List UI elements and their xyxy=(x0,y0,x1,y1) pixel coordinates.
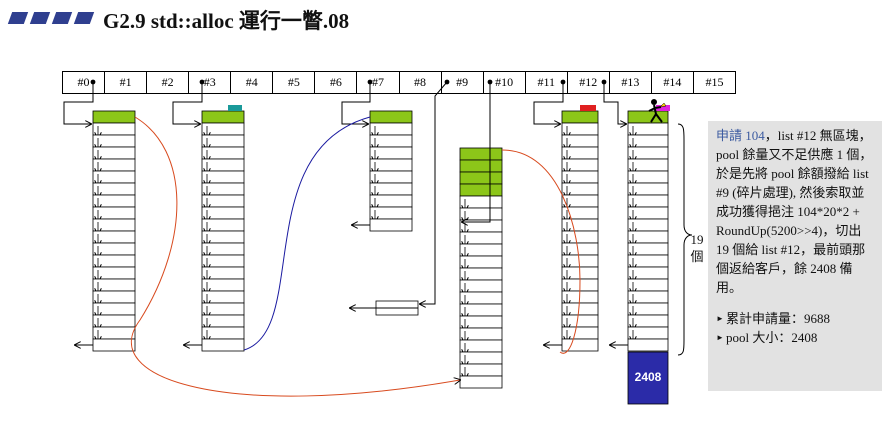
free-list-slot: #13 xyxy=(610,72,652,93)
note-body: ，list #12 無區塊，pool 餘量又不足供應 1 個，於是先將 pool… xyxy=(716,128,873,295)
free-list-slot: #0 xyxy=(63,72,106,93)
free-list-array: #0#1#2#3#4#5#6#7#8#9#10#11#12#13#14 #15 xyxy=(62,71,736,94)
note-bullet: ►累計申請量：9688 xyxy=(716,311,831,326)
chunk-count-label: 19 個 xyxy=(690,232,704,264)
pointer-list-11 xyxy=(533,82,564,124)
mascot-icon xyxy=(646,98,668,128)
note-paragraph: 申請 104，list #12 無區塊，pool 餘量又不足供應 1 個，於是先… xyxy=(716,126,877,297)
free-list-slot: #5 xyxy=(273,72,316,93)
free-list-slot: #10 xyxy=(484,72,526,93)
pointer-list-12 xyxy=(603,82,626,124)
free-list-slot: #14 xyxy=(652,72,694,93)
note-bullet: ►pool 大小：2408 xyxy=(716,330,818,345)
slide-title: G2.9 std::alloc 運行一瞥.08 xyxy=(103,9,350,33)
note-highlight: 申請 104 xyxy=(716,128,765,143)
pool-remaining-value: 2408 xyxy=(634,370,662,384)
chunk-column-list-7 xyxy=(369,110,413,232)
pointer-list-3 xyxy=(172,82,203,124)
pointer-list-0 xyxy=(63,82,94,124)
chunk-link-red-2 xyxy=(501,149,581,354)
chunk-column-list-9 xyxy=(459,147,503,389)
chunk-column-list-3 xyxy=(201,110,245,352)
client-chunk-red xyxy=(580,105,596,111)
explanation-note: 申請 104，list #12 無區塊，pool 餘量又不足供應 1 個，於是先… xyxy=(708,121,882,391)
free-list-slot: #11 xyxy=(526,72,568,93)
free-list-slot: #7 xyxy=(357,72,400,93)
chunk-column-list-0 xyxy=(92,110,136,352)
chunk-link-blue xyxy=(243,116,371,351)
client-chunk-teal xyxy=(228,105,242,111)
pointer-list-9-fragment xyxy=(420,81,448,304)
free-list-slot: #2 xyxy=(147,72,190,93)
chunk-column-list-12 xyxy=(627,110,669,352)
note-bullets: ►累計申請量：9688 ►pool 大小：2408 xyxy=(716,309,877,347)
free-list-slot: #6 xyxy=(315,72,358,93)
free-list-slot: #4 xyxy=(231,72,274,93)
free-list-slot: #3 xyxy=(189,72,232,93)
free-list-slot: #9 xyxy=(442,72,484,93)
free-list-slot: #1 xyxy=(105,72,148,93)
free-list-slot: #8 xyxy=(400,72,442,93)
pointer-list-7 xyxy=(341,82,371,124)
pool-block xyxy=(627,351,669,405)
chunk-column-list-11 xyxy=(561,110,599,352)
chunk-link-red-1 xyxy=(130,116,460,397)
free-list-slot: #15 xyxy=(705,75,724,89)
pointer-list-9 xyxy=(462,82,491,222)
free-list-slot: #12 xyxy=(568,72,610,93)
count-brace xyxy=(677,123,693,356)
